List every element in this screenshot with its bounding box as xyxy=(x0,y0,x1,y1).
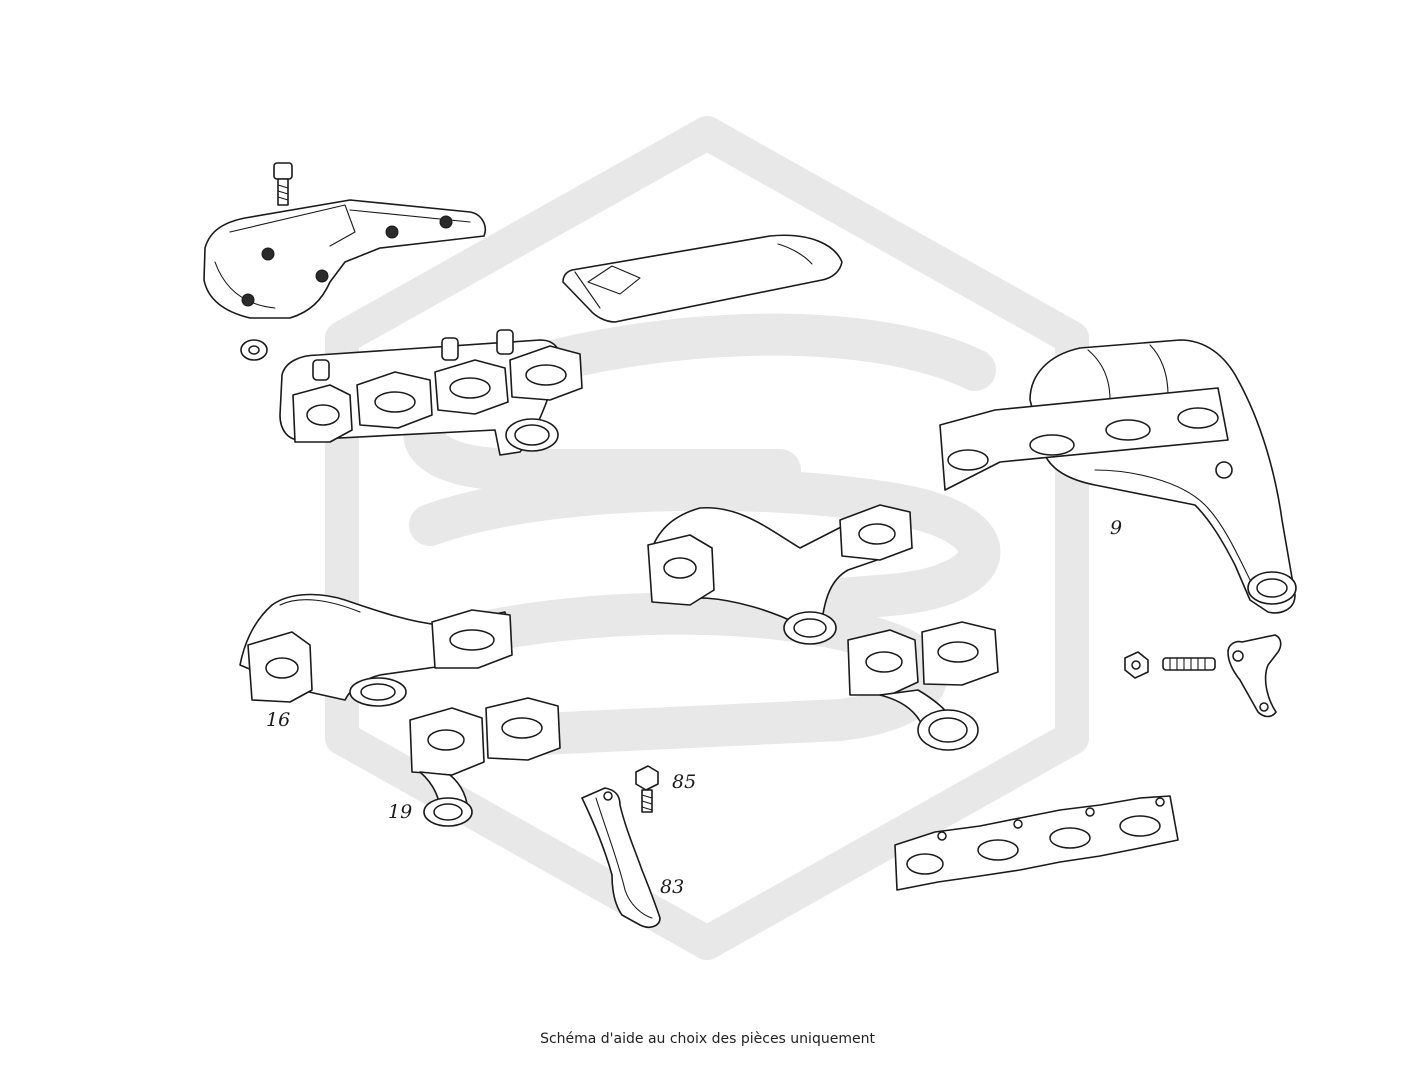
support-bracket-right[interactable] xyxy=(1227,634,1282,718)
heat-shield-bolt[interactable] xyxy=(273,162,293,206)
exhaust-manifold-center-right[interactable] xyxy=(847,621,999,751)
exhaust-manifold-lower-left[interactable] xyxy=(409,697,561,827)
diagram-caption: Schéma d'aide au choix des pièces unique… xyxy=(540,1031,875,1047)
heat-shield-center[interactable] xyxy=(562,234,843,323)
threaded-stud[interactable] xyxy=(1162,657,1216,671)
exhaust-manifold-top-left[interactable] xyxy=(279,329,583,456)
exhaust-manifold-right[interactable] xyxy=(939,339,1297,614)
callout-16: 16 xyxy=(266,709,290,731)
callout-85: 85 xyxy=(672,771,696,793)
callout-9: 9 xyxy=(1110,517,1122,539)
bracket-83[interactable] xyxy=(581,787,661,928)
mounting-nut[interactable] xyxy=(1124,651,1149,679)
heat-shield-left[interactable] xyxy=(203,199,486,319)
washer[interactable] xyxy=(240,339,268,361)
exhaust-manifold-left[interactable] xyxy=(239,593,513,707)
callout-83: 83 xyxy=(660,876,684,898)
exhaust-manifold-center[interactable] xyxy=(647,504,913,645)
callout-19: 19 xyxy=(388,801,412,823)
bolt-85[interactable] xyxy=(635,765,659,813)
exhaust-manifold-gasket[interactable] xyxy=(894,795,1179,891)
